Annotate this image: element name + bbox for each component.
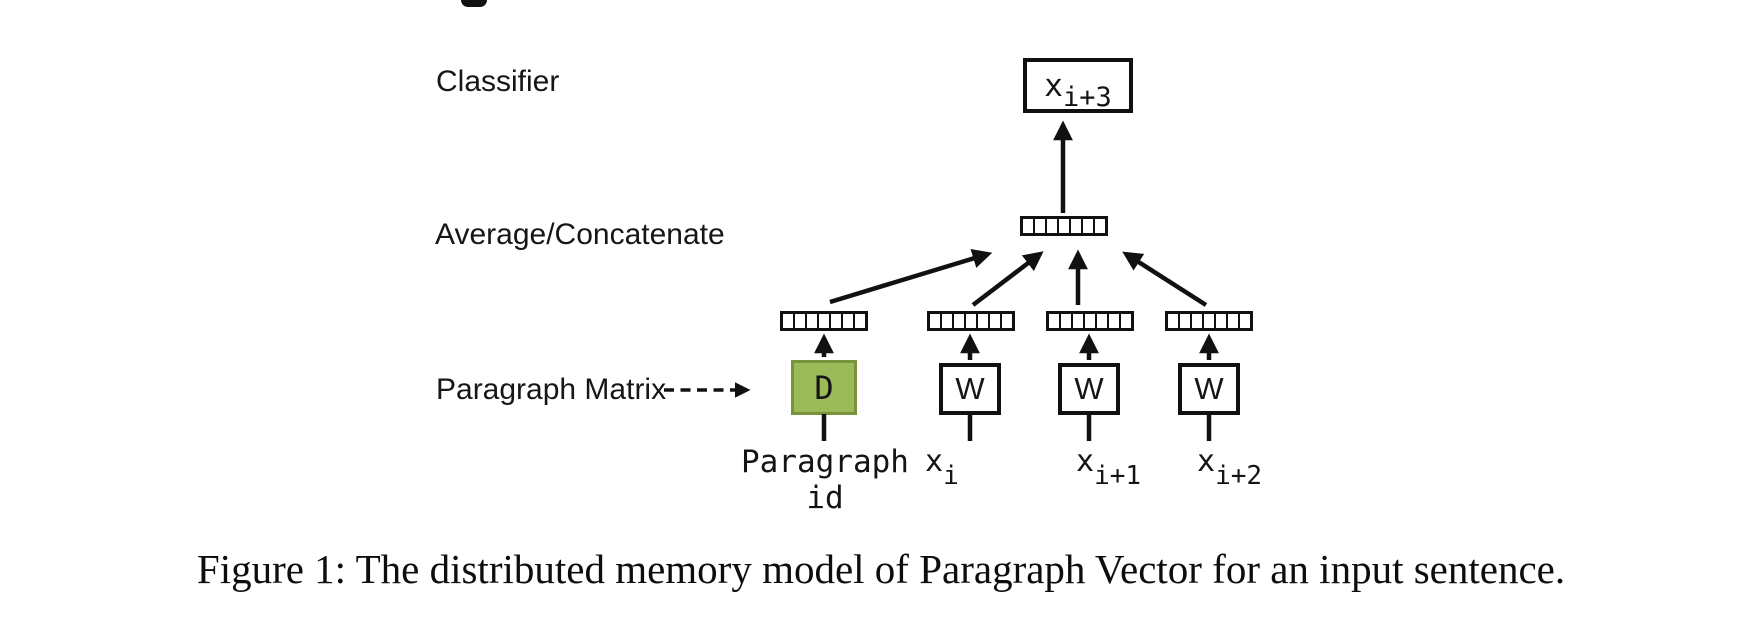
vector-cell: [930, 314, 942, 328]
vector-cell: [819, 314, 831, 328]
vector-cell: [1061, 314, 1073, 328]
w-matrix-letter-1: W: [955, 371, 985, 406]
vector-cell: [1121, 314, 1131, 328]
word-input-2-base: x: [1076, 444, 1095, 479]
output-symbol: x: [1044, 67, 1063, 104]
w-matrix-letter-2: W: [1074, 371, 1104, 406]
paragraph-id-line2: id: [806, 480, 844, 516]
vector-cell: [783, 314, 795, 328]
word-input-2-subscript: i+1: [1094, 461, 1142, 491]
vector-cell: [1059, 219, 1071, 233]
paragraph-id-line1: Paragraph: [741, 444, 909, 480]
paragraph-vector: [780, 311, 868, 331]
arrow-paragraph-to-concat: [829, 248, 993, 305]
d-matrix-letter: D: [814, 368, 834, 407]
vector-cell: [1035, 219, 1047, 233]
word-input-3-subscript: i+2: [1215, 461, 1263, 491]
word-input-label-2: xi+1: [1076, 444, 1141, 490]
vector-cell: [1228, 314, 1240, 328]
word-vector-3: [1165, 311, 1253, 331]
vector-cell: [1240, 314, 1250, 328]
vector-cell: [1204, 314, 1216, 328]
vector-cell: [1168, 314, 1180, 328]
vector-cell: [966, 314, 978, 328]
vector-cell: [1097, 314, 1109, 328]
vector-cell: [942, 314, 954, 328]
vector-cell: [1023, 219, 1035, 233]
vector-cell: [1085, 314, 1097, 328]
vector-cell: [1002, 314, 1012, 328]
vector-cell: [1083, 219, 1095, 233]
vector-cell: [795, 314, 807, 328]
d-matrix-box: D: [791, 360, 857, 415]
w-matrix-box-2: W: [1058, 363, 1120, 415]
paragraph-matrix-label: Paragraph Matrix: [436, 373, 667, 406]
vector-cell: [1192, 314, 1204, 328]
figure-caption: Figure 1: The distributed memory model o…: [196, 546, 1566, 592]
word-input-3-base: x: [1197, 444, 1216, 479]
vector-cell: [1109, 314, 1121, 328]
word-input-1-base: x: [925, 444, 944, 479]
vector-cell: [1049, 314, 1061, 328]
vector-cell: [978, 314, 990, 328]
arrow-word3-to-concat: [1122, 251, 1208, 307]
vector-cell: [843, 314, 855, 328]
vector-cell: [990, 314, 1002, 328]
w-matrix-box-1: W: [939, 363, 1001, 415]
output-subscript: i+3: [1062, 82, 1112, 113]
word-input-1-subscript: i: [943, 461, 959, 491]
vector-cell: [831, 314, 843, 328]
vector-cell: [1073, 314, 1085, 328]
paragraph-id-label: Paragraph id: [737, 444, 913, 516]
vector-cell: [807, 314, 819, 328]
word-vector-2: [1046, 311, 1134, 331]
arrow-word1-to-concat: [971, 251, 1044, 307]
word-input-label-1: xi: [925, 444, 959, 490]
cut-text-fragment: [461, 0, 487, 7]
vector-cell: [1180, 314, 1192, 328]
vector-cell: [1095, 219, 1105, 233]
concatenated-vector: [1020, 216, 1108, 236]
vector-cell: [1216, 314, 1228, 328]
vector-cell: [954, 314, 966, 328]
word-input-label-3: xi+2: [1197, 444, 1262, 490]
w-matrix-letter-3: W: [1194, 371, 1224, 406]
vector-cell: [855, 314, 865, 328]
w-matrix-box-3: W: [1178, 363, 1240, 415]
classifier-label: Classifier: [436, 65, 560, 98]
vector-cell: [1071, 219, 1083, 233]
vector-cell: [1047, 219, 1059, 233]
average-concatenate-label: Average/Concatenate: [435, 218, 725, 251]
word-vector-1: [927, 311, 1015, 331]
